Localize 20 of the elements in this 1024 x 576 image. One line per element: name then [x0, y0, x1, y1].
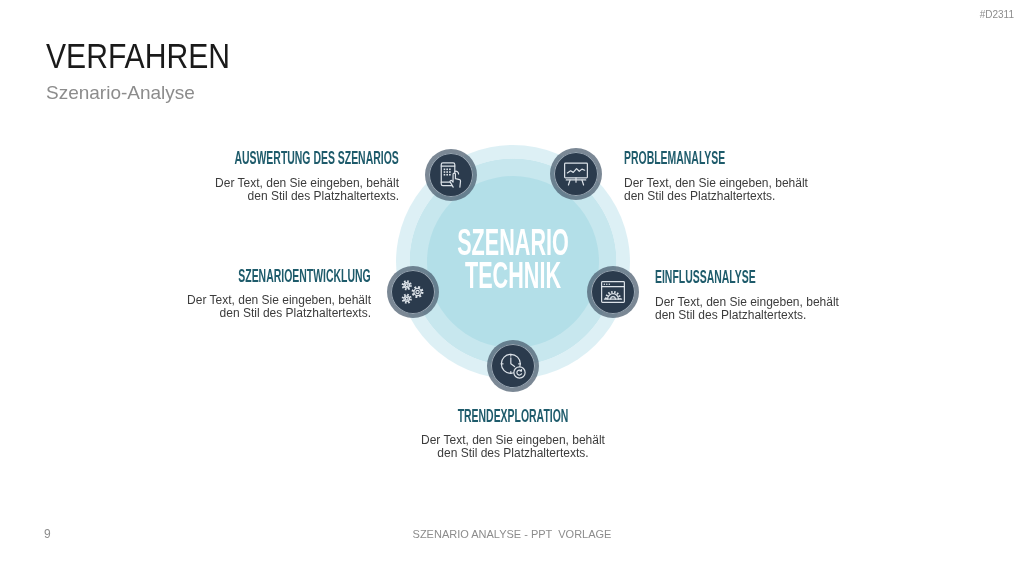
step-heading: PROBLEMANALYSE [624, 147, 726, 167]
hub-title: SZENARIO TECHNIK [456, 226, 570, 292]
slide-title: VERFAHREN [46, 37, 230, 73]
slide-subtitle: Szenario-Analyse [46, 82, 195, 103]
step-description: Der Text, den Sie eingeben, behält den Stil des Platzhaltertexts. [214, 176, 399, 203]
icon-disc [425, 149, 477, 201]
icon-disc [387, 266, 439, 318]
step-description: Der Text, den Sie eingeben, behält den Stil des Platzhaltertexts. [655, 295, 840, 322]
slide-code: #D2311 [979, 9, 1014, 21]
icon-disc [487, 340, 539, 392]
step-description: Der Text, den Sie eingeben, behält den Stil des Platzhaltertexts. [624, 176, 809, 203]
step-heading: TRENDEXPLORATION [457, 405, 569, 425]
step-heading: EINFLUSSANALYSE [655, 267, 756, 286]
step-description: Der Text, den Sie eingeben, behält den Stil des Platzhaltertexts. [186, 293, 371, 320]
page-number: 9 [44, 527, 51, 541]
icon-disc [550, 148, 602, 200]
footer-text: SZENARIO ANALYSE - PPT VORLAGE [412, 528, 612, 541]
step-description: Der Text, den Sie eingeben, behält den Stil des Platzhaltertexts. [420, 433, 606, 460]
step-heading: SZENARIOENTWICKLUNG [238, 265, 371, 285]
step-heading: AUSWERTUNG DES SZENARIOS [234, 147, 399, 167]
